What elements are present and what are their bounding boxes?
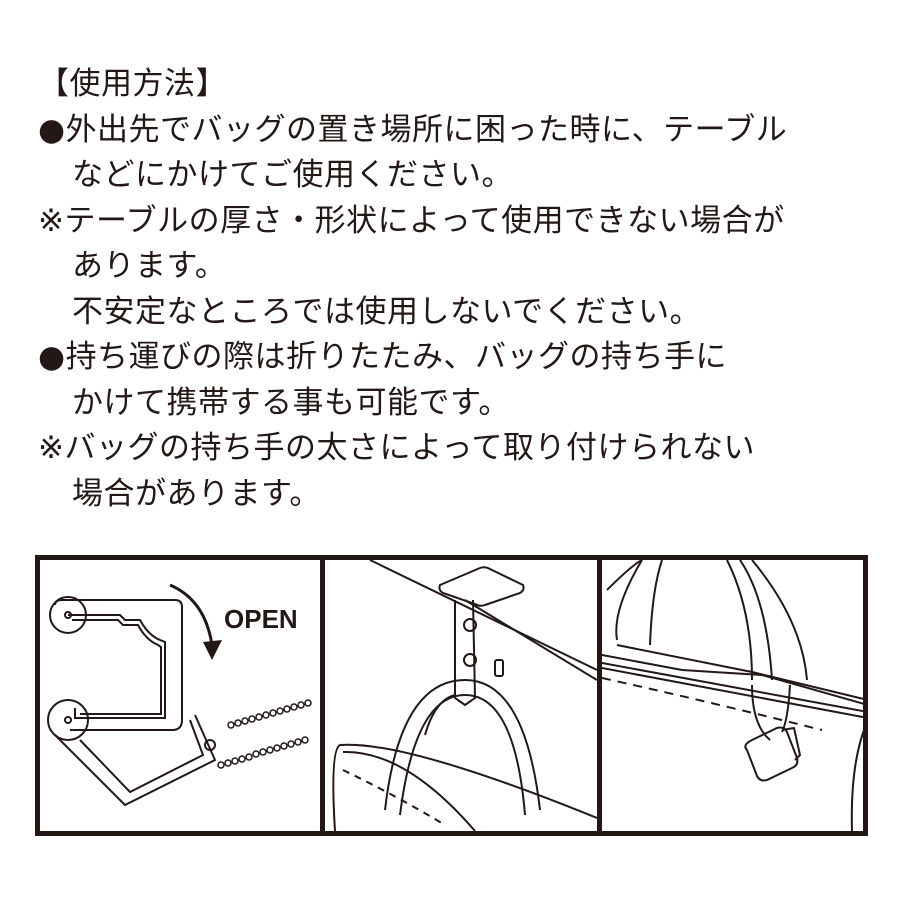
instruction-line-4: あります。 [72,248,227,284]
instruction-line-2: などにかけてご使用ください。 [72,157,513,193]
instruction-line-3: ※テーブルの厚さ・形状によって使用できない場合が [38,202,785,239]
table-hanger-illustration [332,560,597,831]
usage-instructions: 【使用方法】 ●外出先でバッグの置き場所に困った時に、テーブル などにかけてご使… [38,62,878,517]
instructions-heading: 【使用方法】 [38,66,227,102]
instruction-line-6: ●持ち運びの際は折りたたみ、バッグの持ち手に [38,339,728,375]
bag-attach-illustration [602,560,868,831]
note-marker: ※ [38,430,65,466]
instruction-line-8: ※バッグの持ち手の太さによって取り付けられない [38,430,756,466]
instruction-line-9: 場合があります。 [72,475,321,512]
rotation-arrow-icon [203,640,222,660]
illustration-panel-open: OPEN [40,560,315,831]
illustration-panel-bag [597,560,868,831]
note-marker: ※ [38,202,65,239]
open-label: OPEN [224,604,298,634]
instruction-line-1: ●外出先でバッグの置き場所に困った時に、テーブル [38,111,788,148]
bullet-marker: ● [38,339,66,375]
illustration-panel-table [320,560,597,831]
instruction-line-7: かけて携帯する事も可能です。 [72,384,510,421]
folding-hanger-illustration: OPEN [47,583,312,807]
instruction-line-5: 不安定なところでは使用しないでください。 [72,293,702,330]
bullet-marker: ● [38,111,66,148]
illustration-frame: OPEN [35,555,868,836]
